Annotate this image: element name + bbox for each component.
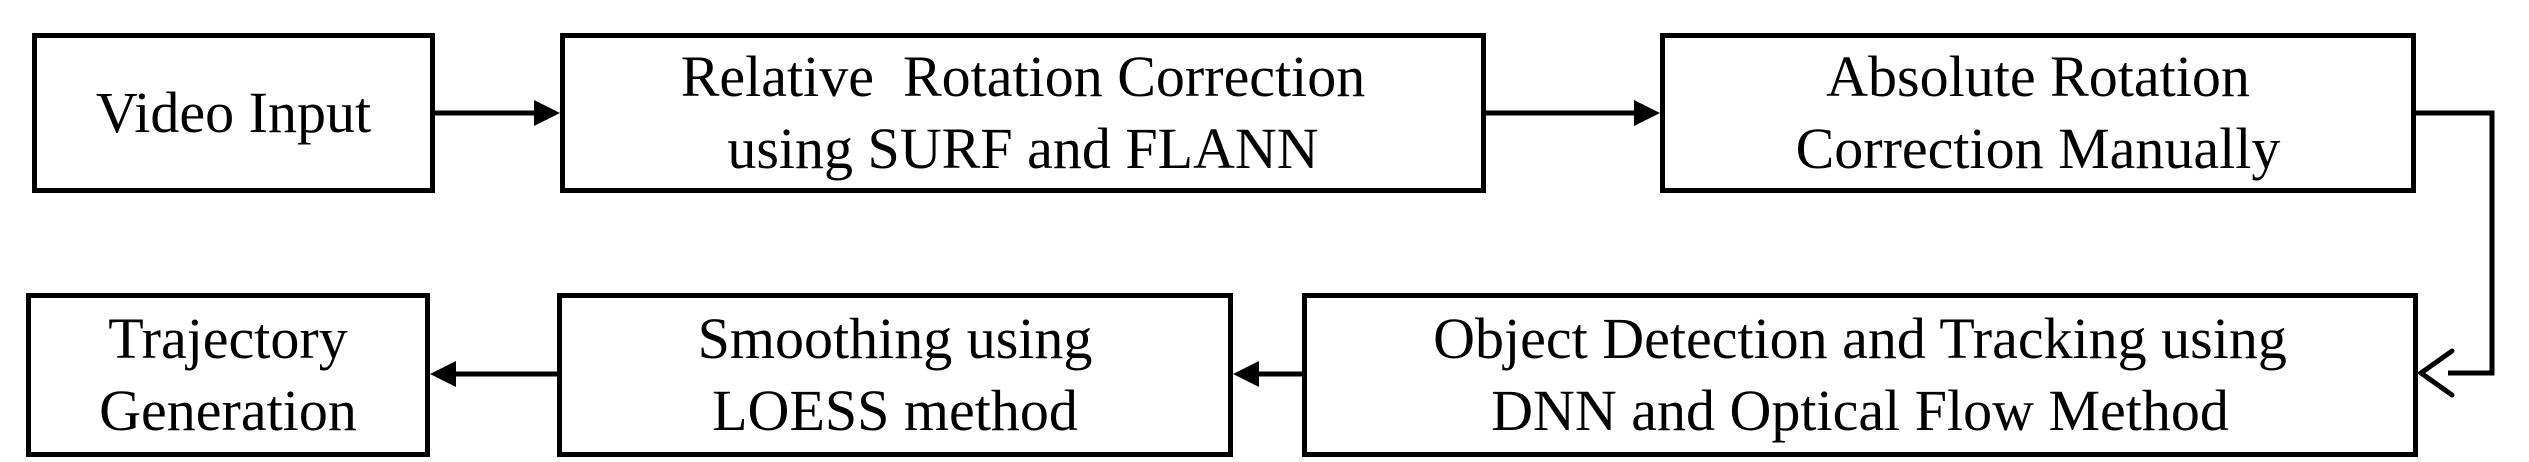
node-label-line2: Correction Manually [1795, 116, 2281, 181]
node-label-line1: Smoothing using [697, 306, 1093, 371]
node-object-detection-tracking: Object Detection and Tracking using DNN … [1302, 293, 2418, 457]
node-label-line1: Relative Rotation Correction [680, 44, 1366, 109]
arrowhead-left-icon [430, 361, 456, 387]
node-label-line2: using SURF and FLANN [727, 116, 1319, 181]
node-label-line2: LOESS method [712, 378, 1078, 443]
node-label: Video Input [95, 80, 372, 145]
edge-video-input-to-relative-rotation [435, 100, 560, 126]
arrowhead-left-icon [1233, 361, 1259, 387]
node-relative-rotation-correction: Relative Rotation Correction using SURF … [560, 33, 1486, 193]
edge-object-detection-to-smoothing [1233, 361, 1302, 387]
arrowhead-right-icon [534, 100, 560, 126]
edge-absolute-rotation-to-object-detection [2416, 110, 2495, 398]
node-trajectory-generation: Trajectory Generation [26, 293, 430, 457]
node-label-line2: Generation [99, 378, 357, 443]
arrowhead-open-left-icon [2416, 348, 2455, 398]
node-video-input: Video Input [32, 33, 435, 193]
node-smoothing-loess: Smoothing using LOESS method [557, 293, 1233, 457]
edge-smoothing-to-trajectory [430, 361, 557, 387]
node-label-line1: Trajectory [108, 306, 348, 371]
edge-relative-rotation-to-absolute-rotation [1486, 100, 1660, 126]
node-label-line2: DNN and Optical Flow Method [1491, 378, 2229, 443]
node-label-line1: Absolute Rotation [1826, 44, 2250, 109]
arrowhead-right-icon [1634, 100, 1660, 126]
node-absolute-rotation-correction: Absolute Rotation Correction Manually [1660, 33, 2416, 193]
node-label-line1: Object Detection and Tracking using [1433, 306, 2287, 371]
